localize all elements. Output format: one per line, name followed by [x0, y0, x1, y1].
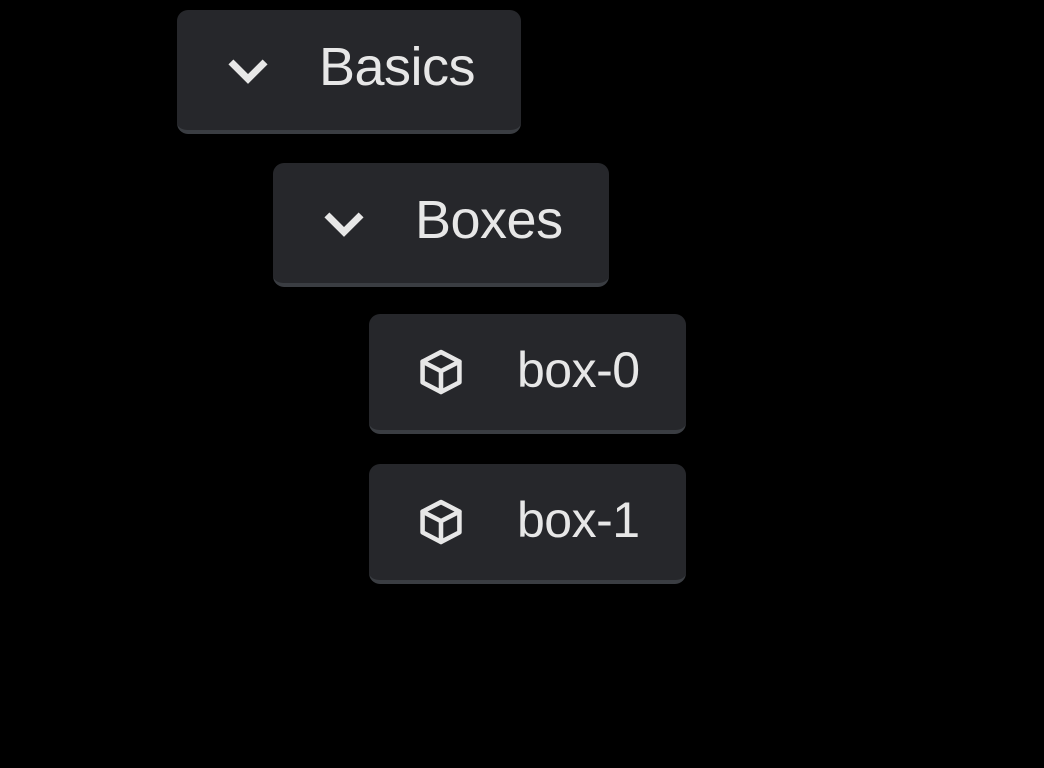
chevron-down-icon[interactable] [221, 43, 275, 97]
box-icon [415, 346, 467, 398]
tree-node-boxes[interactable]: Boxes [273, 163, 609, 287]
tree-node-box-1[interactable]: box-1 [369, 464, 686, 584]
tree-node-label: box-1 [517, 492, 640, 548]
box-icon [415, 496, 467, 548]
tree-node-label: box-0 [517, 342, 640, 398]
tree-node-basics[interactable]: Basics [177, 10, 522, 134]
tree-node-box-0[interactable]: box-0 [369, 314, 686, 434]
tree-node-label: Basics [319, 37, 476, 97]
tree-node-label: Boxes [415, 190, 563, 250]
chevron-down-icon[interactable] [317, 196, 371, 250]
